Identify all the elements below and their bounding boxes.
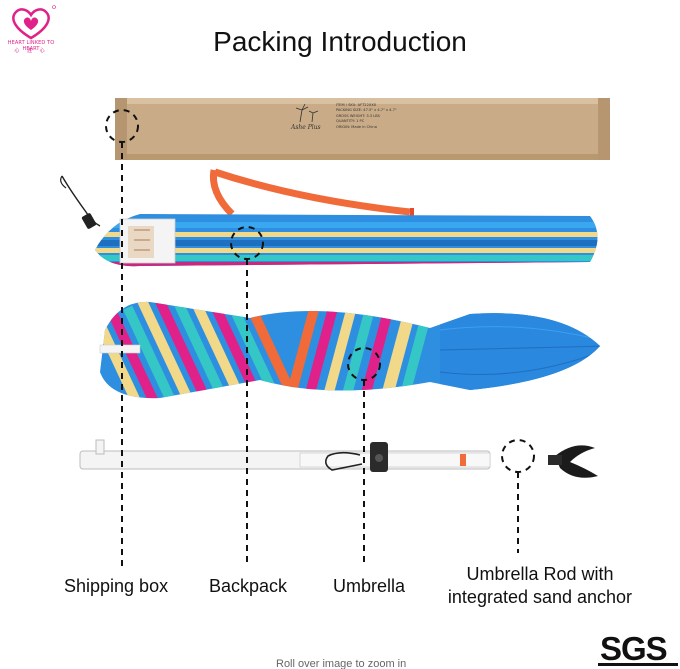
umbrella-rod [79,439,598,478]
caption-rod-line2: integrated sand anchor [447,587,633,607]
logo-subtext: 心 连 心 [14,48,48,54]
zoom-hint: Roll over image to zoom in [276,658,407,669]
umbrella [99,301,600,399]
box-label-line: PACKING SIZE: 47.5" x 4.7" x 4.7" [336,108,397,113]
caption-shipping-box: Shipping box [64,576,169,596]
shipping-box [115,98,610,160]
caption-backpack: Backpack [209,576,288,596]
box-label-line: GROSS WEIGHT: 3.3 LBS [336,113,380,118]
caption-umbrella-rod: Umbrella Rod with integrated sand anchor [434,563,646,609]
sgs-logo: SGS [600,630,668,667]
page-title: Packing Introduction [213,26,467,57]
box-label-line: ITEM / SKU: AFT22XXX [336,103,377,107]
backpack [60,168,598,267]
box-label-text: ITEM / SKU: AFT22XXX PACKING SIZE: 47.5"… [336,103,456,130]
box-label-line: QUANTITY: 1 PC [336,119,365,124]
callout-lines [105,109,535,566]
box-label-line: ORIGIN: Made in China [336,124,377,129]
sgs-underline [598,663,678,666]
caption-rod-line1: Umbrella Rod with [466,564,614,584]
heart-logo-icon [12,5,56,40]
caption-umbrella: Umbrella [333,576,406,596]
logo-text: HEART LINKED TO HEART [7,40,55,52]
box-brand: Ashe Plus [291,124,321,131]
